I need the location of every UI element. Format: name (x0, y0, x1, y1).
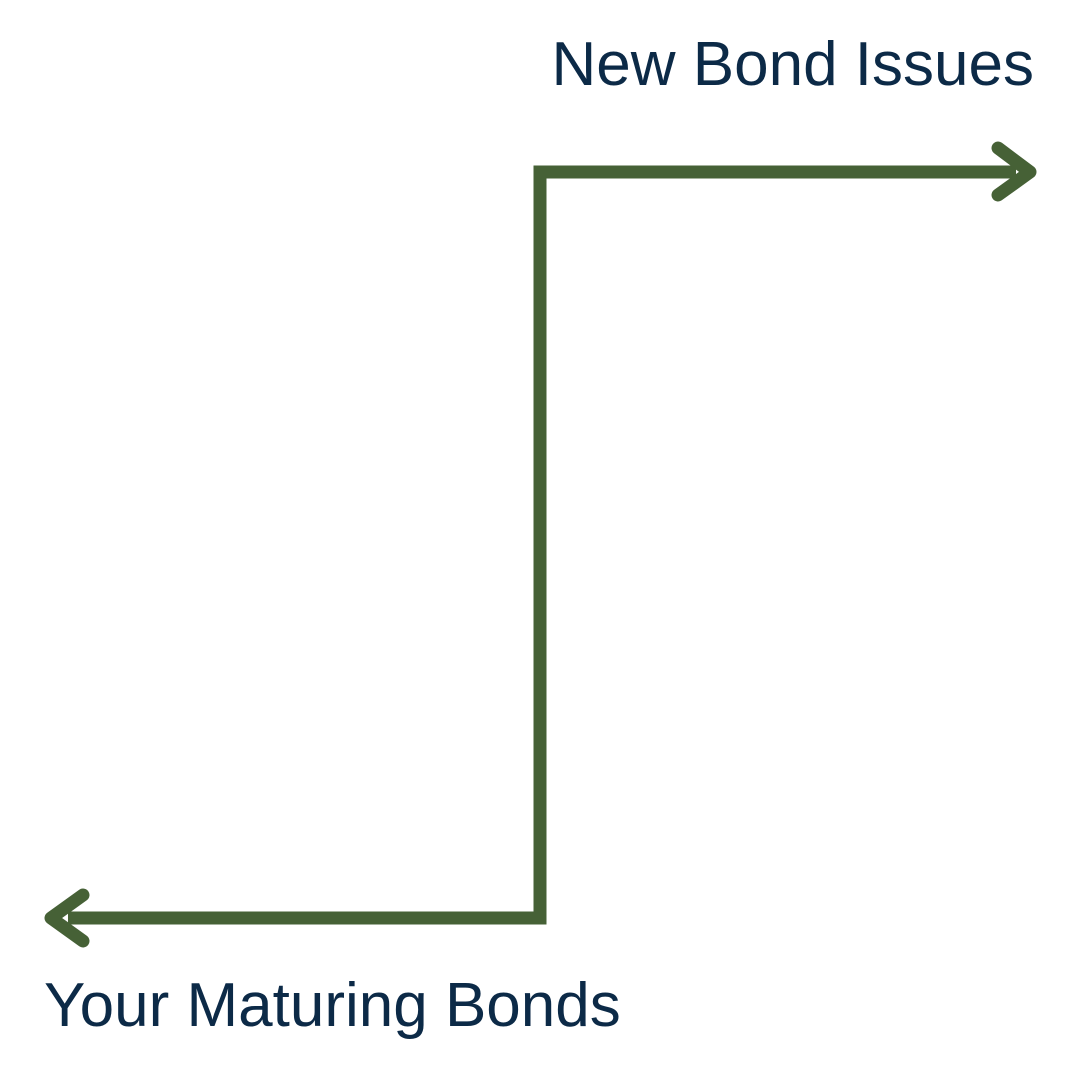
right-arrowhead (991, 141, 1037, 202)
your-maturing-bonds-label: Your Maturing Bonds (44, 971, 621, 1040)
connector-path (68, 165, 1016, 925)
left-arrowhead (44, 888, 90, 948)
new-bond-issues-label: New Bond Issues (551, 30, 1034, 99)
